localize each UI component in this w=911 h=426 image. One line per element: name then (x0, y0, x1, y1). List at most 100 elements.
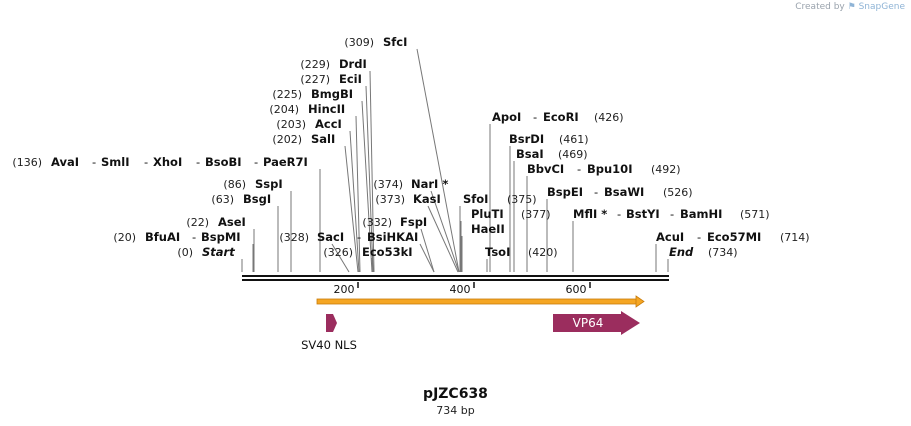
site-nari[interactable]: (374) NarI * (373, 177, 448, 191)
separator: - (577, 162, 581, 176)
site-position: (374) (373, 178, 403, 191)
enzyme-name: SfcI (383, 35, 407, 49)
site-position: (332) (362, 216, 392, 229)
separator: - (670, 207, 674, 221)
enzyme-name: SspI (255, 177, 283, 191)
enzyme-name: BspEI (547, 185, 583, 199)
enzyme-name: BsaI (516, 147, 544, 161)
feature-sv40-nls[interactable] (326, 314, 337, 332)
feature-label-sv40-nls: SV40 NLS (301, 338, 357, 352)
enzyme-name: Start (202, 245, 235, 259)
site-bfuai-group[interactable]: (20) BfuAI - BspMI (113, 230, 240, 244)
enzyme-name: NarI * (411, 177, 448, 191)
site-apoi-group[interactable]: ApoI - EcoRI (426) (492, 110, 624, 124)
site-bsgi[interactable]: (63) BsgI (211, 192, 271, 206)
site-position: (0) (177, 246, 193, 259)
site-acci[interactable]: (203) AccI (276, 117, 341, 131)
enzyme-name: EcoRI (543, 110, 579, 124)
separator: - (192, 230, 196, 244)
snapgene-credit: Created by ⚑ SnapGene (795, 2, 905, 12)
site-haeii[interactable]: HaeII (471, 222, 505, 236)
site-position: (469) (558, 148, 588, 161)
site-sfoi[interactable]: SfoI (375) (463, 192, 537, 206)
enzyme-name: SalI (311, 132, 335, 146)
ruler-tick-label: 400 (450, 283, 471, 296)
enzyme-name: XhoI (153, 155, 182, 169)
site-position: (136) (12, 156, 42, 169)
site-bmgbi[interactable]: (225) BmgBI (272, 87, 353, 101)
site-sfci[interactable]: (309) SfcI (344, 35, 407, 49)
plasmid-length: 734 bp (436, 404, 475, 417)
feature-label-vp64: VP64 (573, 316, 604, 330)
enzyme-name: BsoBI (205, 155, 242, 169)
site-position: (20) (113, 231, 136, 244)
ruler-tick-label: 200 (334, 283, 355, 296)
separator: - (357, 230, 361, 244)
enzyme-name: HincII (308, 102, 345, 116)
site-position: (204) (269, 103, 299, 116)
site-position: (461) (559, 133, 589, 146)
enzyme-name: AcuI (656, 230, 684, 244)
separator: - (617, 207, 621, 221)
enzyme-name: AseI (218, 215, 246, 229)
site-pluti[interactable]: PluTI (377) (471, 207, 551, 221)
enzyme-name: SmlI (101, 155, 130, 169)
site-start[interactable]: (0) Start (177, 245, 235, 259)
site-position: (426) (594, 111, 624, 124)
site-position: (571) (740, 208, 770, 221)
orf-arrow[interactable] (316, 295, 645, 308)
enzyme-name: SacI (317, 230, 344, 244)
site-position: (86) (223, 178, 246, 191)
separator: - (697, 230, 701, 244)
separator: - (196, 155, 200, 169)
site-connectors (241, 48, 669, 273)
enzyme-name: HaeII (471, 222, 505, 236)
site-sspi[interactable]: (86) SspI (223, 177, 282, 191)
enzyme-name: ApoI (492, 110, 521, 124)
feature-vp64[interactable] (553, 311, 640, 335)
site-bsai[interactable]: BsaI (469) (516, 147, 588, 161)
separator: - (594, 185, 598, 199)
site-kasi[interactable]: (373) KasI (375, 192, 440, 206)
separator: - (144, 155, 148, 169)
site-asei[interactable]: (22) AseI (186, 215, 245, 229)
enzyme-name: BbvCI (527, 162, 564, 176)
plasmid-name: pJZC638 (423, 386, 488, 402)
enzyme-name: DrdI (339, 57, 367, 71)
site-position: (420) (528, 246, 558, 259)
site-drdi[interactable]: (229) DrdI (300, 57, 366, 71)
ruler: 200 400 600 (334, 282, 591, 296)
site-position: (22) (186, 216, 209, 229)
site-position: (225) (272, 88, 302, 101)
enzyme-name: SfoI (463, 192, 488, 206)
site-end[interactable]: End (734) (669, 245, 738, 259)
site-acui-group[interactable]: AcuI - Eco57MI (714) (656, 230, 810, 244)
enzyme-name: Eco53kI (362, 245, 413, 259)
site-bbvci-group[interactable]: BbvCI - Bpu10I (492) (527, 162, 681, 176)
site-position: (202) (272, 133, 302, 146)
site-position: (326) (323, 246, 353, 259)
site-mfli-group[interactable]: MflI * - BstYI - BamHI (571) (573, 207, 770, 221)
enzyme-name: AvaI (51, 155, 79, 169)
separator: - (533, 110, 537, 124)
enzyme-name: FspI (400, 215, 427, 229)
snapgene-logo-icon: ⚑ (847, 2, 856, 12)
site-position: (375) (507, 193, 537, 206)
site-ecii[interactable]: (227) EciI (300, 72, 362, 86)
credit-brand: SnapGene (858, 2, 905, 12)
enzyme-name: BsiHKAI (367, 230, 418, 244)
site-fspi[interactable]: (332) FspI (362, 215, 427, 229)
site-eco53ki[interactable]: (326) Eco53kI (323, 245, 412, 259)
site-position: (492) (651, 163, 681, 176)
site-bspei-group[interactable]: BspEI - BsaWI (526) (547, 185, 693, 199)
enzyme-name: BsaWI (604, 185, 644, 199)
site-position: (526) (663, 186, 693, 199)
enzyme-name: MflI * (573, 207, 607, 221)
site-saci-group[interactable]: (328) SacI - BsiHKAI (279, 230, 418, 244)
site-hincii[interactable]: (204) HincII (269, 102, 345, 116)
site-tsoi[interactable]: TsoI (420) (485, 245, 558, 259)
enzyme-name: Bpu10I (587, 162, 632, 176)
site-sali[interactable]: (202) SalI (272, 132, 335, 146)
site-bsrdi[interactable]: BsrDI (461) (509, 132, 589, 146)
site-avai-group[interactable]: (136) AvaI - SmlI - XhoI - BsoBI - PaeR7… (12, 155, 307, 169)
